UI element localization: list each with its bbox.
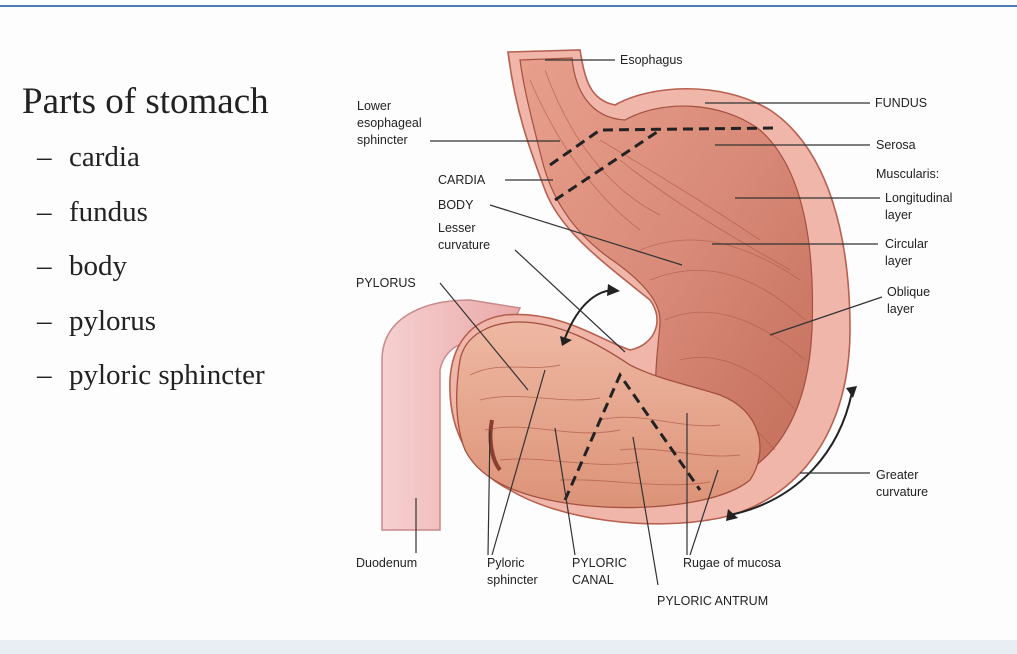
label-oblique-line2: layer: [887, 302, 914, 316]
label-pylorus: PYLORUS: [356, 276, 416, 290]
bullet-dash: –: [37, 359, 69, 392]
label-pyloric-sphincter-line2: sphincter: [487, 573, 538, 587]
label-longitudinal-line2: layer: [885, 208, 912, 222]
label-pyloric-antrum: PYLORIC ANTRUM: [657, 594, 768, 608]
bullet-text: fundus: [69, 196, 148, 229]
label-circular-line1: Circular: [885, 237, 928, 251]
bullet-text: pylorus: [69, 305, 156, 338]
bullet-item: –pyloric sphincter: [37, 359, 265, 414]
label-les-line1: Lower: [357, 99, 391, 113]
stomach-diagram: Esophagus FUNDUS Lower esophageal sphinc…: [330, 40, 1010, 620]
bullet-text: cardia: [69, 141, 140, 174]
bullet-item: –fundus: [37, 196, 265, 251]
bullet-item: –pylorus: [37, 305, 265, 360]
bullet-text: body: [69, 250, 127, 283]
label-circular-line2: layer: [885, 254, 912, 268]
bullet-list: –cardia –fundus –body –pylorus –pyloric …: [37, 141, 265, 414]
slide-title: Parts of stomach: [22, 80, 269, 123]
label-serosa: Serosa: [876, 138, 916, 152]
bottom-band: [0, 640, 1017, 654]
bullet-item: –body: [37, 250, 265, 305]
label-esophagus: Esophagus: [620, 53, 683, 67]
label-pyloric-canal-line1: PYLORIC: [572, 556, 627, 570]
label-les-line3: sphincter: [357, 133, 408, 147]
label-cardia: CARDIA: [438, 173, 486, 187]
label-muscularis: Muscularis:: [876, 167, 939, 181]
bullet-dash: –: [37, 141, 69, 174]
label-rugae: Rugae of mucosa: [683, 556, 781, 570]
label-duodenum: Duodenum: [356, 556, 417, 570]
label-pyloric-canal-line2: CANAL: [572, 573, 614, 587]
label-longitudinal-line1: Longitudinal: [885, 191, 952, 205]
label-greater-line2: curvature: [876, 485, 928, 499]
bullet-dash: –: [37, 196, 69, 229]
label-greater-line1: Greater: [876, 468, 918, 482]
bullet-item: –cardia: [37, 141, 265, 196]
bullet-dash: –: [37, 250, 69, 283]
label-les-line2: esophageal: [357, 116, 422, 130]
bullet-text: pyloric sphincter: [69, 359, 265, 392]
label-lesser-line2: curvature: [438, 238, 490, 252]
bullet-dash: –: [37, 305, 69, 338]
label-pyloric-sphincter-line1: Pyloric: [487, 556, 525, 570]
label-fundus: FUNDUS: [875, 96, 927, 110]
label-body: BODY: [438, 198, 474, 212]
label-lesser-line1: Lesser: [438, 221, 476, 235]
top-rule: [0, 5, 1017, 7]
label-oblique-line1: Oblique: [887, 285, 930, 299]
